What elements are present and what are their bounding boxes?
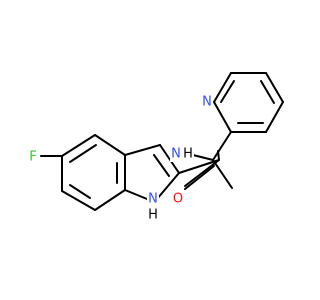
- bond-carbonyl-double-2: [184, 165, 215, 190]
- amide-hydrogen-label-background: [183, 146, 194, 162]
- bond-chiral-carbon-methyl: [212, 159, 233, 189]
- bond-pyrrole-top: [124, 144, 161, 156]
- molecule-diagram-canvas: F N H N N H O: [27, 72, 284, 223]
- bond-carbonyl-double-1: [184, 159, 220, 187]
- indole-hydrogen-label-background: [147, 207, 159, 223]
- carbonyl-oxygen-label-background: [172, 191, 184, 207]
- bond-nitrogen-chiral-carbon: [192, 154, 214, 161]
- bond-benzene-top: [61, 134, 96, 157]
- bond-pyridine-2: [265, 101, 284, 133]
- bond-benzene-bottom-right: [94, 189, 126, 211]
- bond-pyridine-5: [213, 72, 232, 103]
- bond-pyridine-6: [213, 101, 232, 133]
- bond-pyridine-inner-2: [260, 80, 275, 104]
- bond-pyrrole-bottom-right: [156, 172, 180, 200]
- bond-chiral-carbon-pyridine: [212, 131, 232, 161]
- amide-hydrogen-label: H: [183, 147, 193, 162]
- fluorine-label-background: [27, 148, 39, 164]
- bond-benzene-inner-1: [69, 144, 97, 163]
- molecule-structure: F N H N N H O: [27, 72, 284, 223]
- fluorine-label: F: [29, 150, 36, 165]
- bond-pyridine-3: [265, 72, 284, 103]
- bond-benzene-top-right: [94, 134, 126, 156]
- carbonyl-oxygen-label: O: [173, 192, 183, 207]
- bond-layer: [40, 72, 284, 211]
- pyridine-nitrogen-label: N: [202, 95, 212, 110]
- atom-label-layer: F N H N N H O: [27, 94, 213, 223]
- indole-nitrogen-label: N: [148, 192, 158, 207]
- indole-nitrogen-label-background: [147, 191, 159, 207]
- bond-pyridine-inner-3: [220, 80, 235, 103]
- amide-nitrogen-label-background: [170, 146, 182, 162]
- amide-nitrogen-label: N: [171, 147, 181, 162]
- bond-benzene-inner-3: [69, 184, 91, 199]
- bond-pyrrole-bottom-left: [124, 189, 148, 200]
- bond-pyrrole-right: [159, 144, 180, 174]
- pyridine-nitrogen-label-background: [201, 94, 213, 110]
- indole-hydrogen-label: H: [148, 208, 158, 223]
- bond-benzene-bottom: [61, 190, 96, 211]
- bond-pyrrole-inner: [153, 154, 170, 177]
- bond-ring-carbonyl: [178, 159, 220, 174]
